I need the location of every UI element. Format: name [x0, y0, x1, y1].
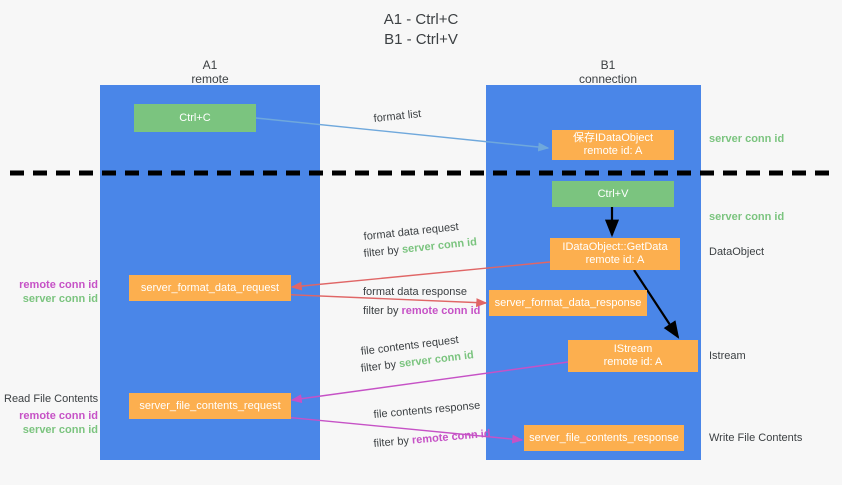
node-save-idataobject[interactable]: 保存IDataObject remote id: A	[552, 130, 674, 160]
edge-label-format-data-response: format data response	[363, 286, 467, 298]
edge-label-file-contents-response: file contents response	[373, 399, 481, 421]
filter-value-remote-conn-2: remote conn id	[411, 427, 492, 447]
lane-header-a1-name: A1	[202, 58, 218, 72]
lane-header-a1-sub: remote	[191, 72, 229, 86]
left-label-server-conn-id-2: server conn id	[22, 424, 98, 436]
left-label-remote-conn-id-1: remote conn id	[19, 279, 98, 291]
node-save-idataobject-sub: remote id: A	[583, 145, 643, 157]
node-server-file-contents-response[interactable]: server_file_contents_response	[524, 425, 684, 451]
node-ctrl-c-label: Ctrl+C	[179, 111, 211, 124]
left-label-remote-conn-id-2: remote conn id	[19, 410, 98, 422]
right-label-server-conn-id-2: server conn id	[709, 211, 785, 223]
node-getdata-label: IDataObject::GetData	[562, 241, 668, 253]
filter-prefix-3: filter by	[360, 358, 400, 375]
node-ctrl-c[interactable]: Ctrl+C	[134, 104, 256, 132]
filter-prefix-2: filter by	[363, 305, 402, 317]
left-label-group-2: Read File Contents remote conn id server…	[4, 392, 98, 437]
right-label-write-file-contents: Write File Contents	[709, 432, 803, 444]
edge-label-file-contents-response-filter: filter by remote conn id	[373, 427, 491, 452]
node-server-file-contents-response-label: server_file_contents_response	[529, 431, 679, 444]
node-istream-label: IStream	[613, 343, 653, 355]
right-label-istream: Istream	[709, 350, 746, 362]
diagram-title: A1 - Ctrl+C B1 - Ctrl+V	[0, 10, 842, 50]
left-label-read-file-contents: Read File Contents	[4, 393, 99, 405]
lane-header-a1: A1 remote	[130, 58, 290, 86]
left-label-server-conn-id-1: server conn id	[22, 293, 98, 305]
lane-header-b1: B1 connection	[528, 58, 688, 86]
node-save-idataobject-label: 保存IDataObject	[572, 132, 654, 144]
lane-header-b1-sub: connection	[578, 72, 638, 86]
node-ctrl-v-label: Ctrl+V	[597, 187, 629, 200]
node-server-file-contents-request[interactable]: server_file_contents_request	[129, 393, 291, 419]
node-getdata-sub: remote id: A	[585, 254, 645, 266]
filter-value-remote-conn-1: remote conn id	[401, 305, 481, 317]
node-server-format-data-request-label: server_format_data_request	[140, 281, 280, 294]
edge-label-format-data-response-filter: filter by remote conn id	[363, 304, 480, 319]
lane-header-b1-name: B1	[600, 58, 616, 72]
filter-prefix-4: filter by	[373, 434, 413, 450]
filter-prefix-1: filter by	[363, 243, 403, 260]
edge-label-format-list: format list	[373, 108, 422, 125]
node-istream[interactable]: IStream remote id: A	[568, 340, 698, 372]
title-line-2: B1 - Ctrl+V	[384, 31, 458, 48]
node-server-format-data-request[interactable]: server_format_data_request	[129, 275, 291, 301]
left-label-group-1: remote conn id server conn id	[10, 278, 98, 306]
node-ctrl-v[interactable]: Ctrl+V	[552, 181, 674, 207]
right-label-server-conn-id-1: server conn id	[709, 133, 785, 145]
node-getdata[interactable]: IDataObject::GetData remote id: A	[550, 238, 680, 270]
right-label-dataobject: DataObject	[709, 246, 765, 258]
title-line-1: A1 - Ctrl+C	[383, 11, 459, 28]
node-server-format-data-response[interactable]: server_format_data_response	[489, 290, 647, 316]
node-istream-sub: remote id: A	[603, 356, 663, 368]
node-server-file-contents-request-label: server_file_contents_request	[139, 399, 281, 412]
node-server-format-data-response-label: server_format_data_response	[494, 296, 642, 309]
